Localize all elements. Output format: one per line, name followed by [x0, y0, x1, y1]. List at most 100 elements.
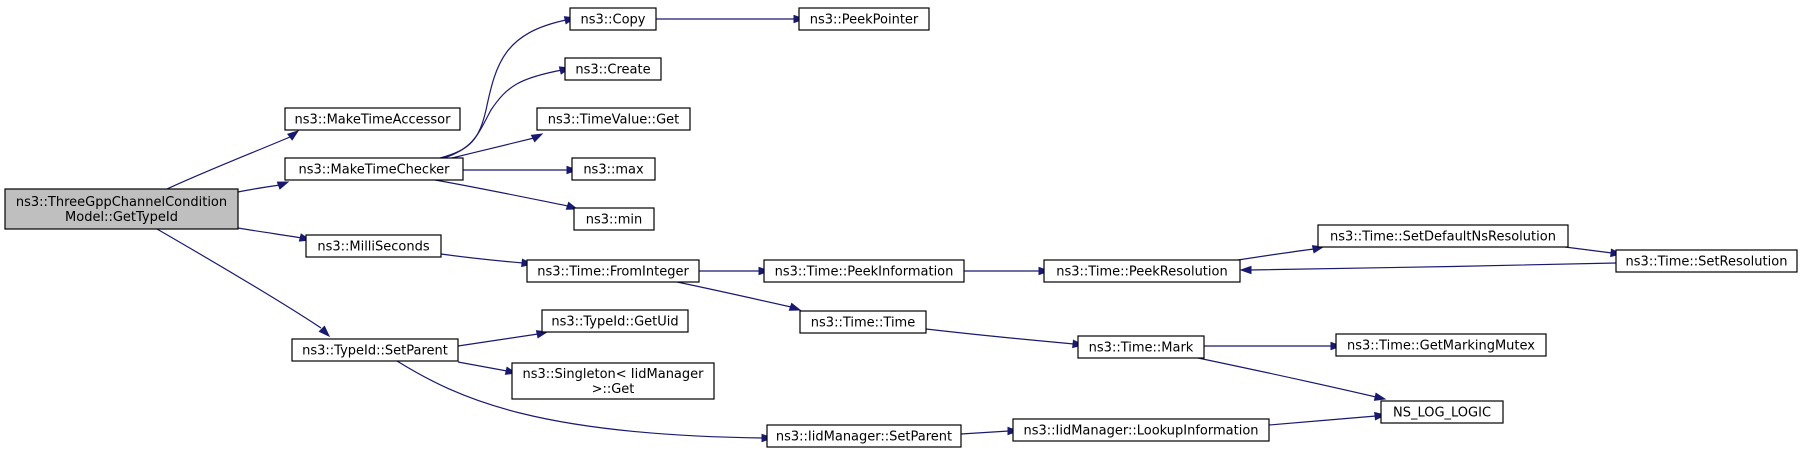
node-time-set-default-ns-resolution[interactable]: ns3::Time::SetDefaultNsResolution	[1317, 224, 1569, 248]
edge-make-time-checker-to-min	[434, 179, 579, 210]
node-time-get-marking-mutex[interactable]: ns3::Time::GetMarkingMutex	[1335, 333, 1547, 357]
node-label: ns3::Time::GetMarkingMutex	[1347, 339, 1535, 354]
edge-root-to-milli-seconds	[237, 227, 312, 242]
node-box	[536, 107, 691, 131]
node-root[interactable]: ns3::ThreeGppChannelConditionModel::GetT…	[4, 188, 239, 230]
node-label: ns3::ThreeGppChannelCondition	[16, 195, 227, 210]
node-label: Model::GetTypeId	[65, 210, 178, 225]
node-label: ns3::Create	[575, 63, 650, 78]
node-label: ns3::IidManager::SetParent	[776, 430, 952, 445]
node-iid-manager-set-parent[interactable]: ns3::IidManager::SetParent	[766, 424, 962, 448]
node-label: ns3::Time::PeekInformation	[775, 265, 954, 280]
node-box	[569, 7, 657, 31]
arrowhead-icon	[318, 325, 331, 338]
arrowhead-icon	[1374, 411, 1387, 421]
arrowhead-icon	[788, 302, 802, 311]
node-label: ns3::IidManager::LookupInformation	[1023, 424, 1258, 439]
edge-root-to-typeid-set-parent	[156, 228, 331, 338]
node-label: ns3::MilliSeconds	[317, 240, 430, 255]
node-box	[1615, 249, 1798, 273]
node-box	[564, 57, 662, 81]
arrowhead-icon	[1239, 265, 1252, 275]
node-label: ns3::TypeId::SetParent	[302, 344, 448, 359]
node-box	[1335, 333, 1547, 357]
edge-typeid-set-parent-to-typeid-get-uid	[457, 330, 549, 347]
node-label: ns3::Time::SetDefaultNsResolution	[1330, 230, 1556, 245]
node-label: ns3::Time::Mark	[1089, 341, 1194, 356]
arrowhead-icon	[1373, 392, 1387, 401]
edge-line	[1268, 415, 1377, 426]
node-peek-pointer[interactable]: ns3::PeekPointer	[798, 7, 930, 31]
edge-time-from-integer-to-time-time	[676, 281, 802, 311]
edge-root-to-make-time-checker	[237, 181, 290, 193]
edge-line	[457, 361, 508, 372]
node-box	[526, 259, 700, 283]
edge-iid-manager-lookup-information-to-ns-log-logic	[1268, 411, 1387, 426]
node-box	[571, 157, 656, 181]
edge-time-peek-resolution-to-time-set-default-ns-resolution	[1237, 245, 1325, 261]
node-box	[1317, 224, 1569, 248]
arrowhead-icon	[530, 133, 544, 143]
edge-line	[439, 19, 567, 159]
edge-line	[960, 430, 1010, 435]
edge-line	[925, 328, 1075, 345]
node-box	[1077, 335, 1205, 359]
node-label: ns3::Time::Time	[811, 316, 915, 331]
node-min[interactable]: ns3::min	[573, 207, 655, 231]
edge-line	[156, 228, 322, 329]
node-label: ns3::TimeValue::Get	[548, 113, 680, 128]
edge-time-peek-information-to-time-peek-resolution	[964, 266, 1051, 276]
edges-layer	[156, 14, 1623, 443]
node-box	[4, 188, 239, 230]
edge-line	[440, 253, 524, 264]
edge-line	[457, 333, 539, 347]
edge-line	[237, 227, 303, 239]
node-label: ns3::max	[583, 163, 644, 178]
node-max[interactable]: ns3::max	[571, 157, 656, 181]
node-label: ns3::Time::FromInteger	[537, 265, 689, 280]
node-label: ns3::MakeTimeAccessor	[295, 113, 452, 128]
node-box	[799, 310, 927, 334]
edge-line	[1197, 357, 1377, 398]
edge-make-time-checker-to-copy	[439, 16, 577, 159]
node-time-peek-resolution[interactable]: ns3::Time::PeekResolution	[1043, 259, 1241, 283]
edge-copy-to-peek-pointer	[656, 14, 806, 24]
node-ns-log-logic[interactable]: NS_LOG_LOGIC	[1380, 400, 1504, 424]
node-label: ns3::Time::SetResolution	[1626, 255, 1788, 270]
node-make-time-accessor[interactable]: ns3::MakeTimeAccessor	[284, 107, 461, 131]
node-time-from-integer[interactable]: ns3::Time::FromInteger	[526, 259, 700, 283]
node-milli-seconds[interactable]: ns3::MilliSeconds	[305, 234, 442, 258]
node-time-peek-information[interactable]: ns3::Time::PeekInformation	[763, 259, 965, 283]
arrowhead-icon	[287, 130, 300, 141]
node-label: NS_LOG_LOGIC	[1393, 406, 1491, 421]
node-box	[511, 362, 715, 400]
node-box	[541, 309, 689, 333]
edge-line	[1249, 262, 1617, 271]
edge-time-set-default-ns-resolution-to-time-set-resolution	[1564, 246, 1623, 258]
node-singleton-get[interactable]: ns3::Singleton< IidManager >::Get	[511, 362, 715, 400]
edge-line	[443, 69, 563, 159]
edge-time-from-integer-to-time-peek-information	[699, 266, 771, 276]
edge-line	[451, 137, 535, 159]
node-time-mark[interactable]: ns3::Time::Mark	[1077, 335, 1205, 359]
node-typeid-set-parent[interactable]: ns3::TypeId::SetParent	[291, 338, 459, 362]
node-box	[573, 207, 655, 231]
node-box	[284, 157, 464, 181]
node-time-set-resolution[interactable]: ns3::Time::SetResolution	[1615, 249, 1798, 273]
node-time-time[interactable]: ns3::Time::Time	[799, 310, 927, 334]
edge-time-set-resolution-to-time-peek-resolution	[1239, 262, 1617, 275]
edge-line	[166, 136, 291, 190]
node-time-value-get[interactable]: ns3::TimeValue::Get	[536, 107, 691, 131]
edge-iid-manager-set-parent-to-iid-manager-lookup-information	[960, 426, 1020, 436]
node-iid-manager-lookup-information[interactable]: ns3::IidManager::LookupInformation	[1012, 418, 1270, 442]
node-make-time-checker[interactable]: ns3::MakeTimeChecker	[284, 157, 464, 181]
edge-make-time-checker-to-max	[463, 165, 579, 175]
node-label: ns3::Copy	[580, 13, 645, 28]
node-create[interactable]: ns3::Create	[564, 57, 662, 81]
node-box	[284, 107, 461, 131]
node-typeid-get-uid[interactable]: ns3::TypeId::GetUid	[541, 309, 689, 333]
edge-line	[396, 360, 764, 439]
node-copy[interactable]: ns3::Copy	[569, 7, 657, 31]
edge-line	[676, 281, 792, 308]
